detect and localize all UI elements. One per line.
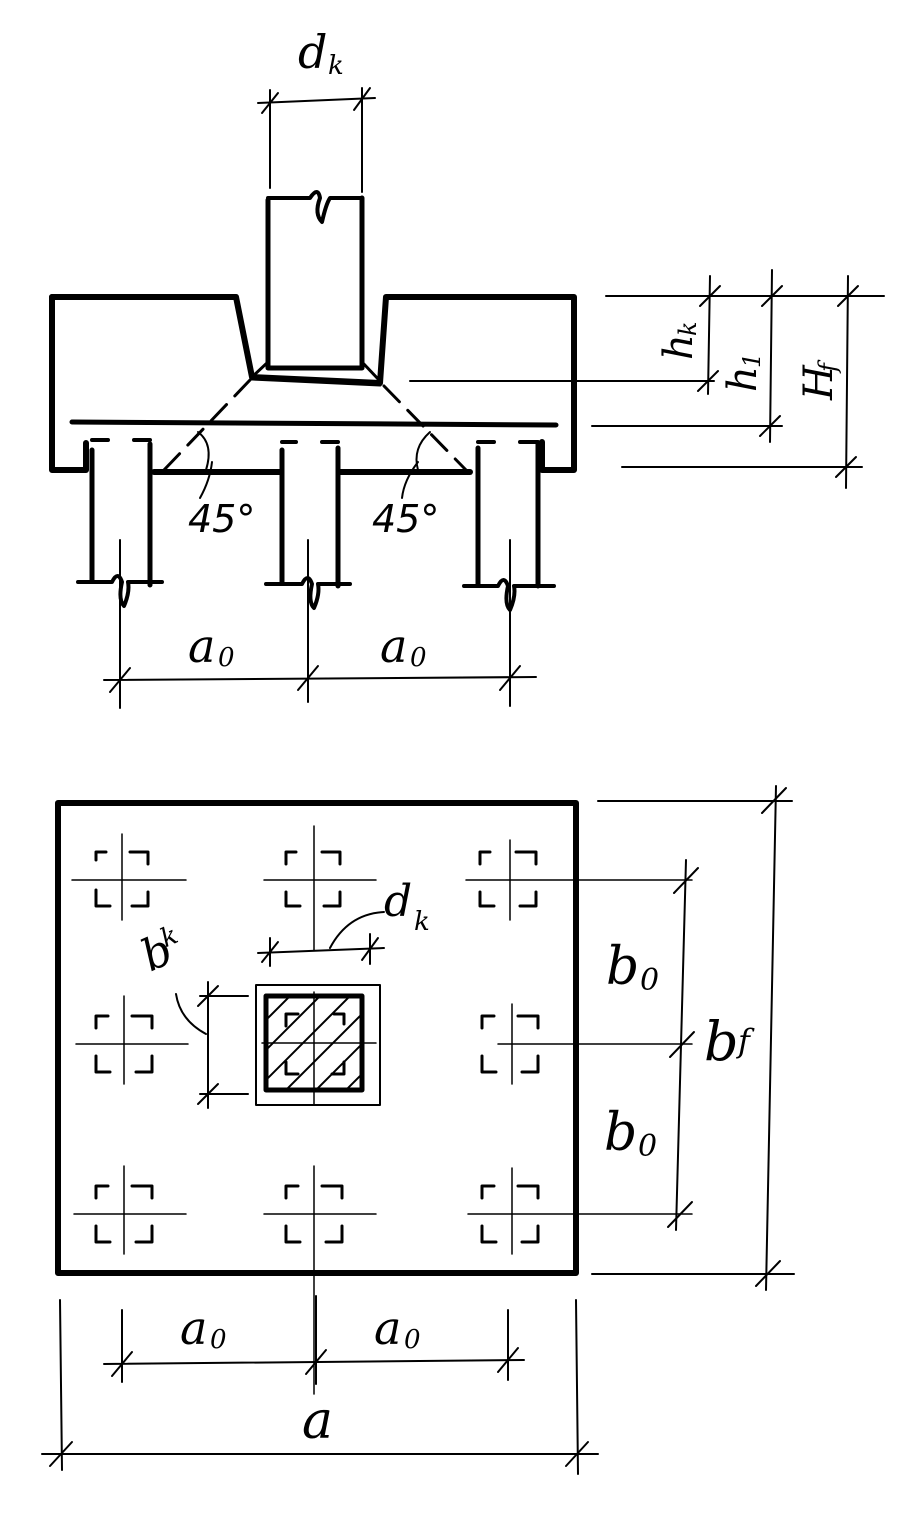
plan-footing-width-label: b [704, 1010, 739, 1073]
column-width-dimension: d k [257, 25, 376, 193]
pile-center [264, 440, 352, 610]
pile-marker [71, 833, 187, 921]
plan-spacing-y-top-label: b [606, 937, 639, 997]
total-depth-label: H [796, 364, 842, 401]
height-dimensions: h k h 1 H f [409, 269, 885, 489]
pile-marker [480, 1003, 693, 1085]
plan-footing-width-subscript: f [736, 1022, 755, 1060]
plan-column-depth-dimension: b k [134, 920, 249, 1109]
cup-depth-label: h [656, 334, 702, 360]
plan-spacing-y-bottom-subscript: 0 [638, 1129, 657, 1164]
footing-outline [55, 800, 579, 1276]
plan-column-width-subscript: k [414, 907, 430, 937]
angle-left-label: 45° [188, 497, 255, 541]
pile-marker [263, 825, 377, 951]
pile-marker [75, 995, 189, 1085]
pile-marker [73, 1165, 187, 1255]
cup-depth-subscript: k [674, 321, 702, 336]
pile-spacing-left-label: a [188, 619, 215, 673]
pile-spacing-dimension: a 0 a 0 [103, 539, 537, 709]
pile-grid [71, 825, 693, 1395]
pile-spacing-right-label: a [380, 619, 407, 673]
footing-section [49, 294, 577, 475]
pile-marker [467, 1167, 693, 1255]
plan-height-dimensions: b 0 b 0 b f [591, 785, 795, 1291]
plan-width-dimensions: a 0 a 0 a [41, 1295, 599, 1475]
total-depth-subscript: f [814, 359, 842, 374]
pile-marker [263, 1165, 377, 1395]
column-width-subscript: k [328, 51, 344, 81]
pile-spacing-right-subscript: 0 [410, 643, 427, 673]
plan-spacing-x-right-subscript: 0 [404, 1325, 421, 1355]
plan-column-width-dimension: d k [257, 876, 430, 967]
plan-view: d k b k b 0 [41, 785, 795, 1475]
column-plan [255, 984, 381, 1106]
plan-spacing-x-left-label: a [180, 1301, 207, 1355]
pile-marker [465, 839, 693, 921]
plan-spacing-x-left-subscript: 0 [210, 1325, 227, 1355]
pile-spacing-left-subscript: 0 [218, 643, 235, 673]
plan-footing-length-label: a [302, 1391, 333, 1451]
punching-lines: 45° 45° [162, 378, 468, 541]
plan-spacing-x-right-label: a [374, 1301, 401, 1355]
column-width-label: d [298, 25, 327, 79]
column [265, 190, 365, 371]
plan-spacing-y-top-subscript: 0 [640, 963, 659, 998]
plan-column-width-label: d [384, 876, 412, 927]
slab-depth-subscript: 1 [738, 353, 766, 368]
pile-right [462, 440, 556, 612]
angle-right-label: 45° [372, 497, 439, 541]
slab-depth-label: h [720, 366, 766, 392]
elevation-view: d k 45° [49, 25, 885, 709]
plan-spacing-y-bottom-label: b [604, 1103, 637, 1163]
